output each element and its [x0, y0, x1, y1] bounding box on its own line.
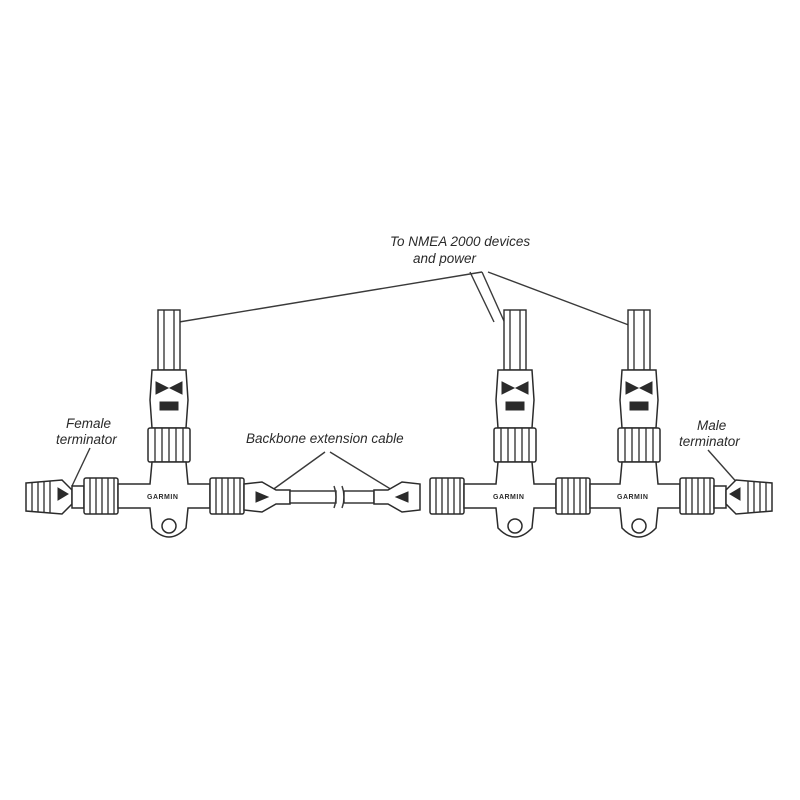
- coupling-nut-tee1-right: [209, 477, 245, 515]
- tee-connector-1: GARMIN: [117, 309, 211, 538]
- drop-cable-2: [503, 309, 527, 371]
- devices-label-line2: and power: [413, 251, 477, 266]
- female-terminator-label-line2: terminator: [56, 432, 117, 447]
- tee-1-brand: GARMIN: [147, 494, 178, 501]
- male-terminator: [713, 479, 773, 515]
- male-terminator-label-line2: terminator: [679, 434, 740, 449]
- male-terminator-label-line1: Male: [697, 418, 726, 433]
- male-terminator-leader: [707, 449, 741, 487]
- female-terminator-label-line1: Female: [66, 416, 111, 431]
- coupling-nut-tee2-left: [429, 477, 465, 515]
- tee-connector-3: GARMIN: [589, 309, 681, 538]
- tee-3-brand: GARMIN: [617, 494, 648, 501]
- tee-2-brand: GARMIN: [493, 494, 524, 501]
- devices-label-line1: To NMEA 2000 devices: [390, 234, 530, 249]
- drop-cable-3: [627, 309, 651, 371]
- female-terminator-leader: [71, 447, 91, 487]
- backbone-extension-cable: [243, 481, 421, 513]
- coupling-nut-right: [679, 477, 715, 515]
- drop-cable-1: [157, 309, 181, 371]
- devices-leader-lines: [172, 271, 635, 331]
- coupling-nut-tee2-tee3: [555, 477, 591, 515]
- female-terminator: [25, 479, 85, 515]
- coupling-nut-left: [83, 477, 119, 515]
- tee-connector-2: GARMIN: [463, 309, 557, 538]
- backbone-cable-label: Backbone extension cable: [246, 431, 404, 446]
